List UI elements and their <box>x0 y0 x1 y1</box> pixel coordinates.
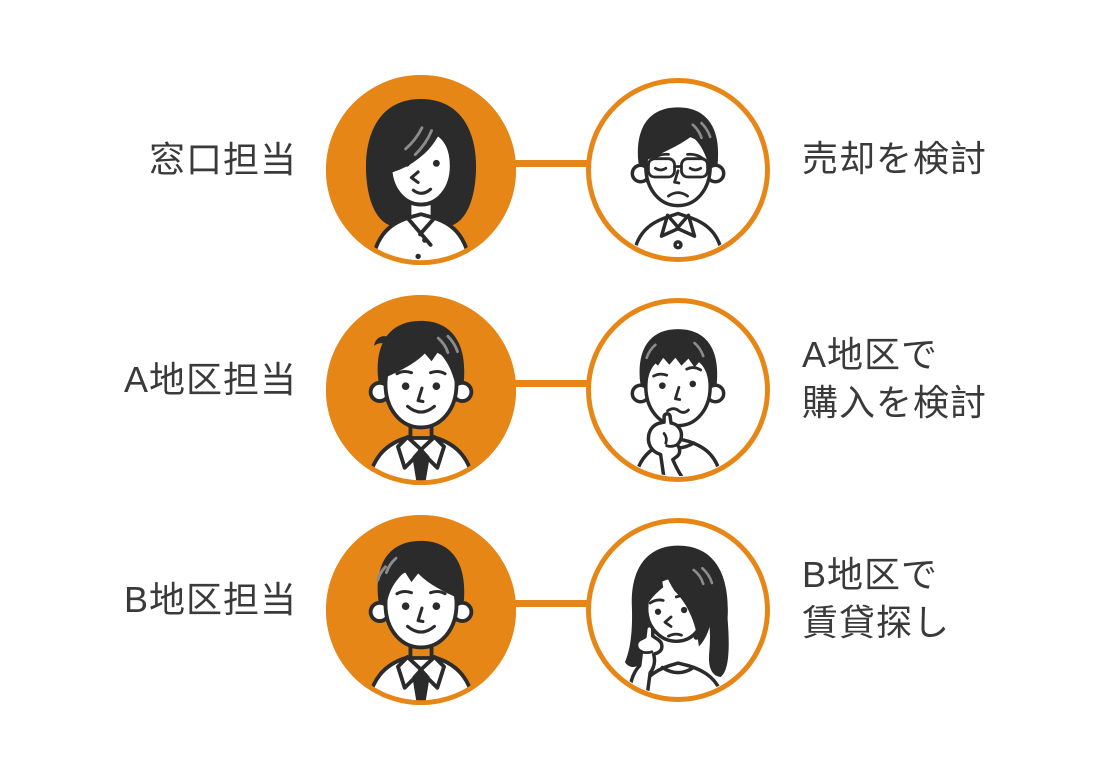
row-district-a: A地区担当 <box>0 280 1100 500</box>
customer-avatar-circle <box>586 78 770 262</box>
staff-role-label: A地区担当 <box>123 359 297 400</box>
connector-line <box>505 160 595 167</box>
connector-line <box>505 380 595 387</box>
customer-avatar-circle <box>586 298 770 482</box>
customer-status-line: 購入を検討 <box>802 382 988 423</box>
renter-woman-worried-icon <box>591 523 765 697</box>
customer-status-line: 売却を検討 <box>802 138 988 179</box>
customer-status-line: A地区で <box>802 334 939 375</box>
buyer-man-thinking-icon <box>591 303 765 477</box>
district-b-staff-man-icon <box>325 514 517 706</box>
seller-man-glasses-icon <box>591 83 765 257</box>
staff-avatar-circle <box>325 74 517 266</box>
customer-avatar-circle <box>586 518 770 702</box>
district-a-staff-man-icon <box>325 294 517 486</box>
customer-status-line: B地区で <box>802 554 939 595</box>
row-district-b: B地区担当 <box>0 500 1100 720</box>
staff-role-label: B地区担当 <box>123 579 297 620</box>
customer-status-label: A地区で 購入を検討 <box>802 331 987 427</box>
customer-status-label: B地区で 賃貸探し <box>802 551 950 647</box>
staff-avatar-circle <box>325 294 517 486</box>
counter-staff-woman-icon <box>325 74 517 266</box>
customer-status-label: 売却を検討 <box>802 135 987 183</box>
customer-status-line: 賃貸探し <box>802 602 951 643</box>
staff-avatar-circle <box>325 514 517 706</box>
connector-line <box>505 600 595 607</box>
row-counter: 窓口担当 <box>0 60 1100 280</box>
staff-role-label: 窓口担当 <box>148 139 297 180</box>
